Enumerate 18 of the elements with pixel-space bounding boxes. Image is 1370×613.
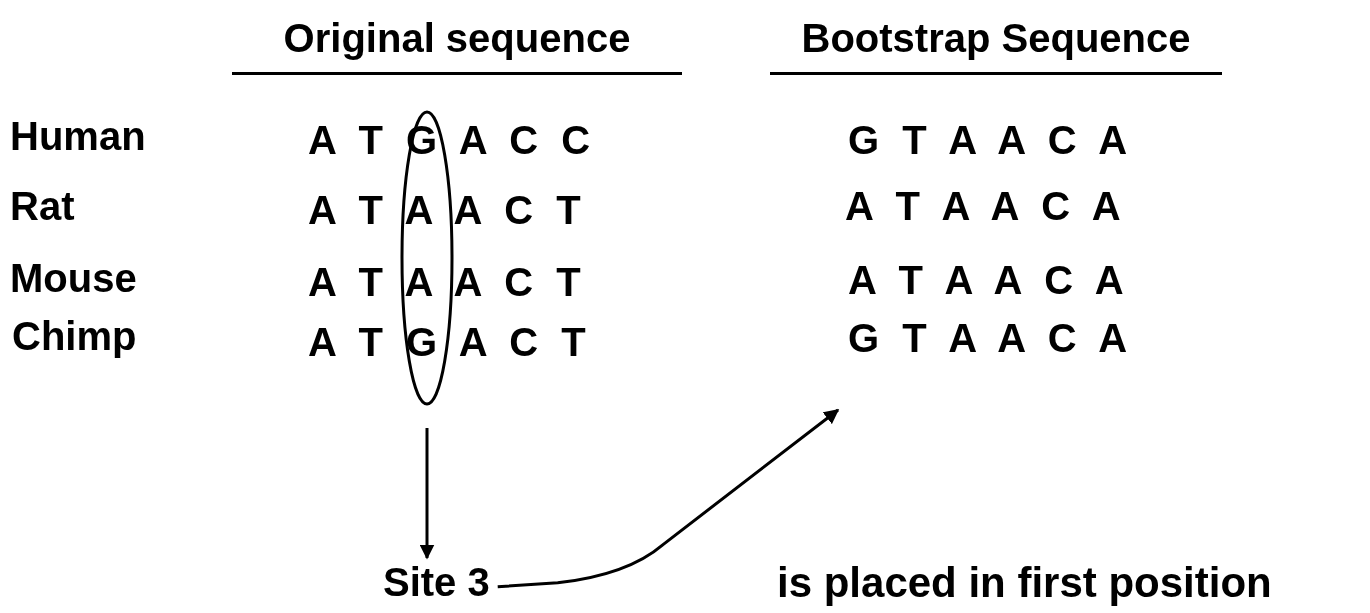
- sequence-text: A T A A C A: [848, 260, 1130, 300]
- species-name: Human: [10, 116, 146, 156]
- column-ellipse: [400, 110, 454, 406]
- sequence-text: A T G A C T: [308, 322, 592, 362]
- note-text: is placed in first position: [777, 562, 1272, 604]
- sequence-text: A T A A C A: [845, 186, 1127, 226]
- column-heading: Original sequence: [232, 18, 682, 75]
- species-name: Mouse: [10, 258, 137, 298]
- sequence-text: A T A A C T: [308, 190, 587, 230]
- arrow: [497, 408, 840, 589]
- column-heading: Bootstrap Sequence: [770, 18, 1222, 75]
- species-name: Chimp: [12, 316, 137, 356]
- sequence-text: G T A A C A: [848, 120, 1134, 160]
- site-label: Site 3: [383, 562, 490, 602]
- sequence-text: G T A A C A: [848, 318, 1134, 358]
- sequence-text: A T A A C T: [308, 262, 587, 302]
- species-name: Rat: [10, 186, 75, 226]
- arrow: [419, 428, 435, 560]
